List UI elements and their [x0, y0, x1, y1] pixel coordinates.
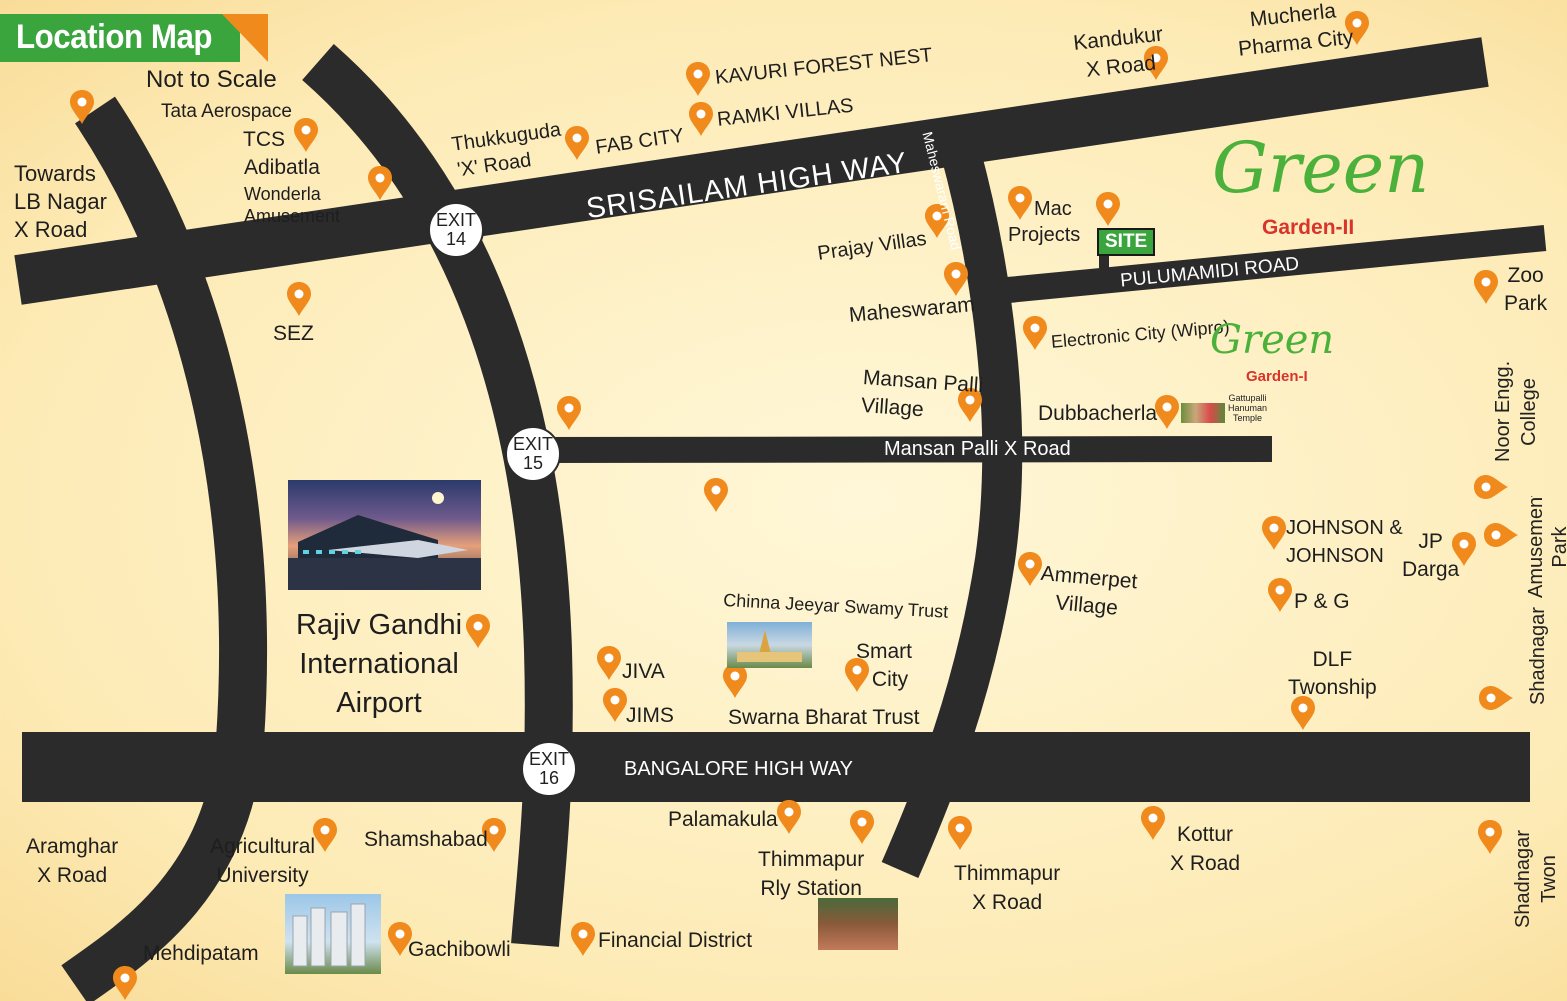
- location-pin-icon: [1479, 686, 1513, 710]
- location-pin-icon: [686, 62, 710, 96]
- hanuman-temple-photo: [1181, 403, 1225, 423]
- label-tata-aerospace: Tata Aerospace: [161, 101, 292, 122]
- location-pin-icon: [1484, 523, 1518, 547]
- brand-logo-garden-2: Green: [1212, 127, 1430, 209]
- label-dubbacherla: Dubbacherla: [1038, 402, 1158, 425]
- location-pin-icon: [1018, 552, 1042, 586]
- location-pin-icon: [1474, 270, 1498, 304]
- location-pin-icon: [565, 126, 589, 160]
- location-pin-icon: [368, 166, 392, 200]
- brand-sub-garden-1: Garden-I: [1246, 368, 1308, 385]
- location-pin-icon: [287, 282, 311, 316]
- label-shadnagar: Shadnagar: [1527, 607, 1549, 705]
- label-palamakula: Palamakula: [668, 808, 778, 831]
- scale-note: Not to Scale: [146, 66, 277, 93]
- label-mehdipatam: Mehdipatam: [143, 942, 259, 965]
- location-pin-icon: [571, 922, 595, 956]
- location-pin-icon: [466, 614, 490, 648]
- location-pin-icon: [944, 262, 968, 296]
- brand-sub-garden-2: Garden-II: [1262, 216, 1355, 239]
- pulumamidi-road: [1006, 225, 1547, 303]
- label-sez: SEZ: [273, 322, 314, 345]
- ring-road: [302, 43, 573, 947]
- airport-photo: [288, 480, 481, 590]
- srisailam-highway: [14, 37, 1489, 305]
- location-pin-icon: [1096, 192, 1120, 226]
- location-pin-icon: [723, 664, 747, 698]
- label-p-and-g: P & G: [1294, 590, 1350, 613]
- location-pin-icon: [704, 478, 728, 512]
- location-pin-icon: [1262, 516, 1286, 550]
- location-pin-icon: [313, 818, 337, 852]
- location-pin-icon: [1478, 820, 1502, 854]
- location-pin-icon: [1474, 475, 1508, 499]
- mansan-palli-road: [534, 436, 1273, 463]
- location-pin-icon: [1268, 578, 1292, 612]
- location-pin-icon: [777, 800, 801, 834]
- label-johnson-and-johnson: JOHNSON &JOHNSON: [1286, 517, 1403, 567]
- label-shamshabad: Shamshabad: [364, 828, 488, 851]
- location-pin-icon: [850, 810, 874, 844]
- location-pin-icon: [294, 118, 318, 152]
- location-pin-icon: [1023, 316, 1047, 350]
- location-pin-icon: [948, 816, 972, 850]
- gachibowli-photo: [285, 894, 381, 974]
- label-financial-district: Financial District: [598, 929, 753, 952]
- location-pin-icon: [1141, 806, 1165, 840]
- brand-logo-garden-1: Green: [1210, 317, 1335, 363]
- label-swarna-bharat-trust: Swarna Bharat Trust: [728, 706, 920, 729]
- map-title: Location Map: [16, 18, 213, 56]
- road-label-mansan-palli: Mansan Palli X Road: [884, 438, 1071, 460]
- location-pin-icon: [597, 646, 621, 680]
- label-tcs: TCS: [243, 128, 285, 151]
- road-label-bangalore: BANGALORE HIGH WAY: [624, 758, 853, 780]
- label-gachibowli: Gachibowli: [408, 938, 511, 961]
- location-pin-icon: [603, 688, 627, 722]
- location-pin-icon: [689, 102, 713, 136]
- label-noor-engg-college: Noor Engg.College: [1492, 360, 1540, 462]
- label-jiva: JIVA: [622, 660, 665, 683]
- location-pin-icon: [113, 966, 137, 1000]
- chinna-jeeyar-photo: [727, 622, 812, 668]
- label-adibatla: Adibatla: [244, 156, 320, 179]
- railway-station-photo: [818, 898, 898, 950]
- title-banner: Location Map: [0, 14, 268, 62]
- label-jims: JIMS: [626, 704, 674, 727]
- site-marker: SITE: [1097, 228, 1156, 256]
- location-pin-icon: [1155, 395, 1179, 429]
- location-pin-icon: [557, 396, 581, 430]
